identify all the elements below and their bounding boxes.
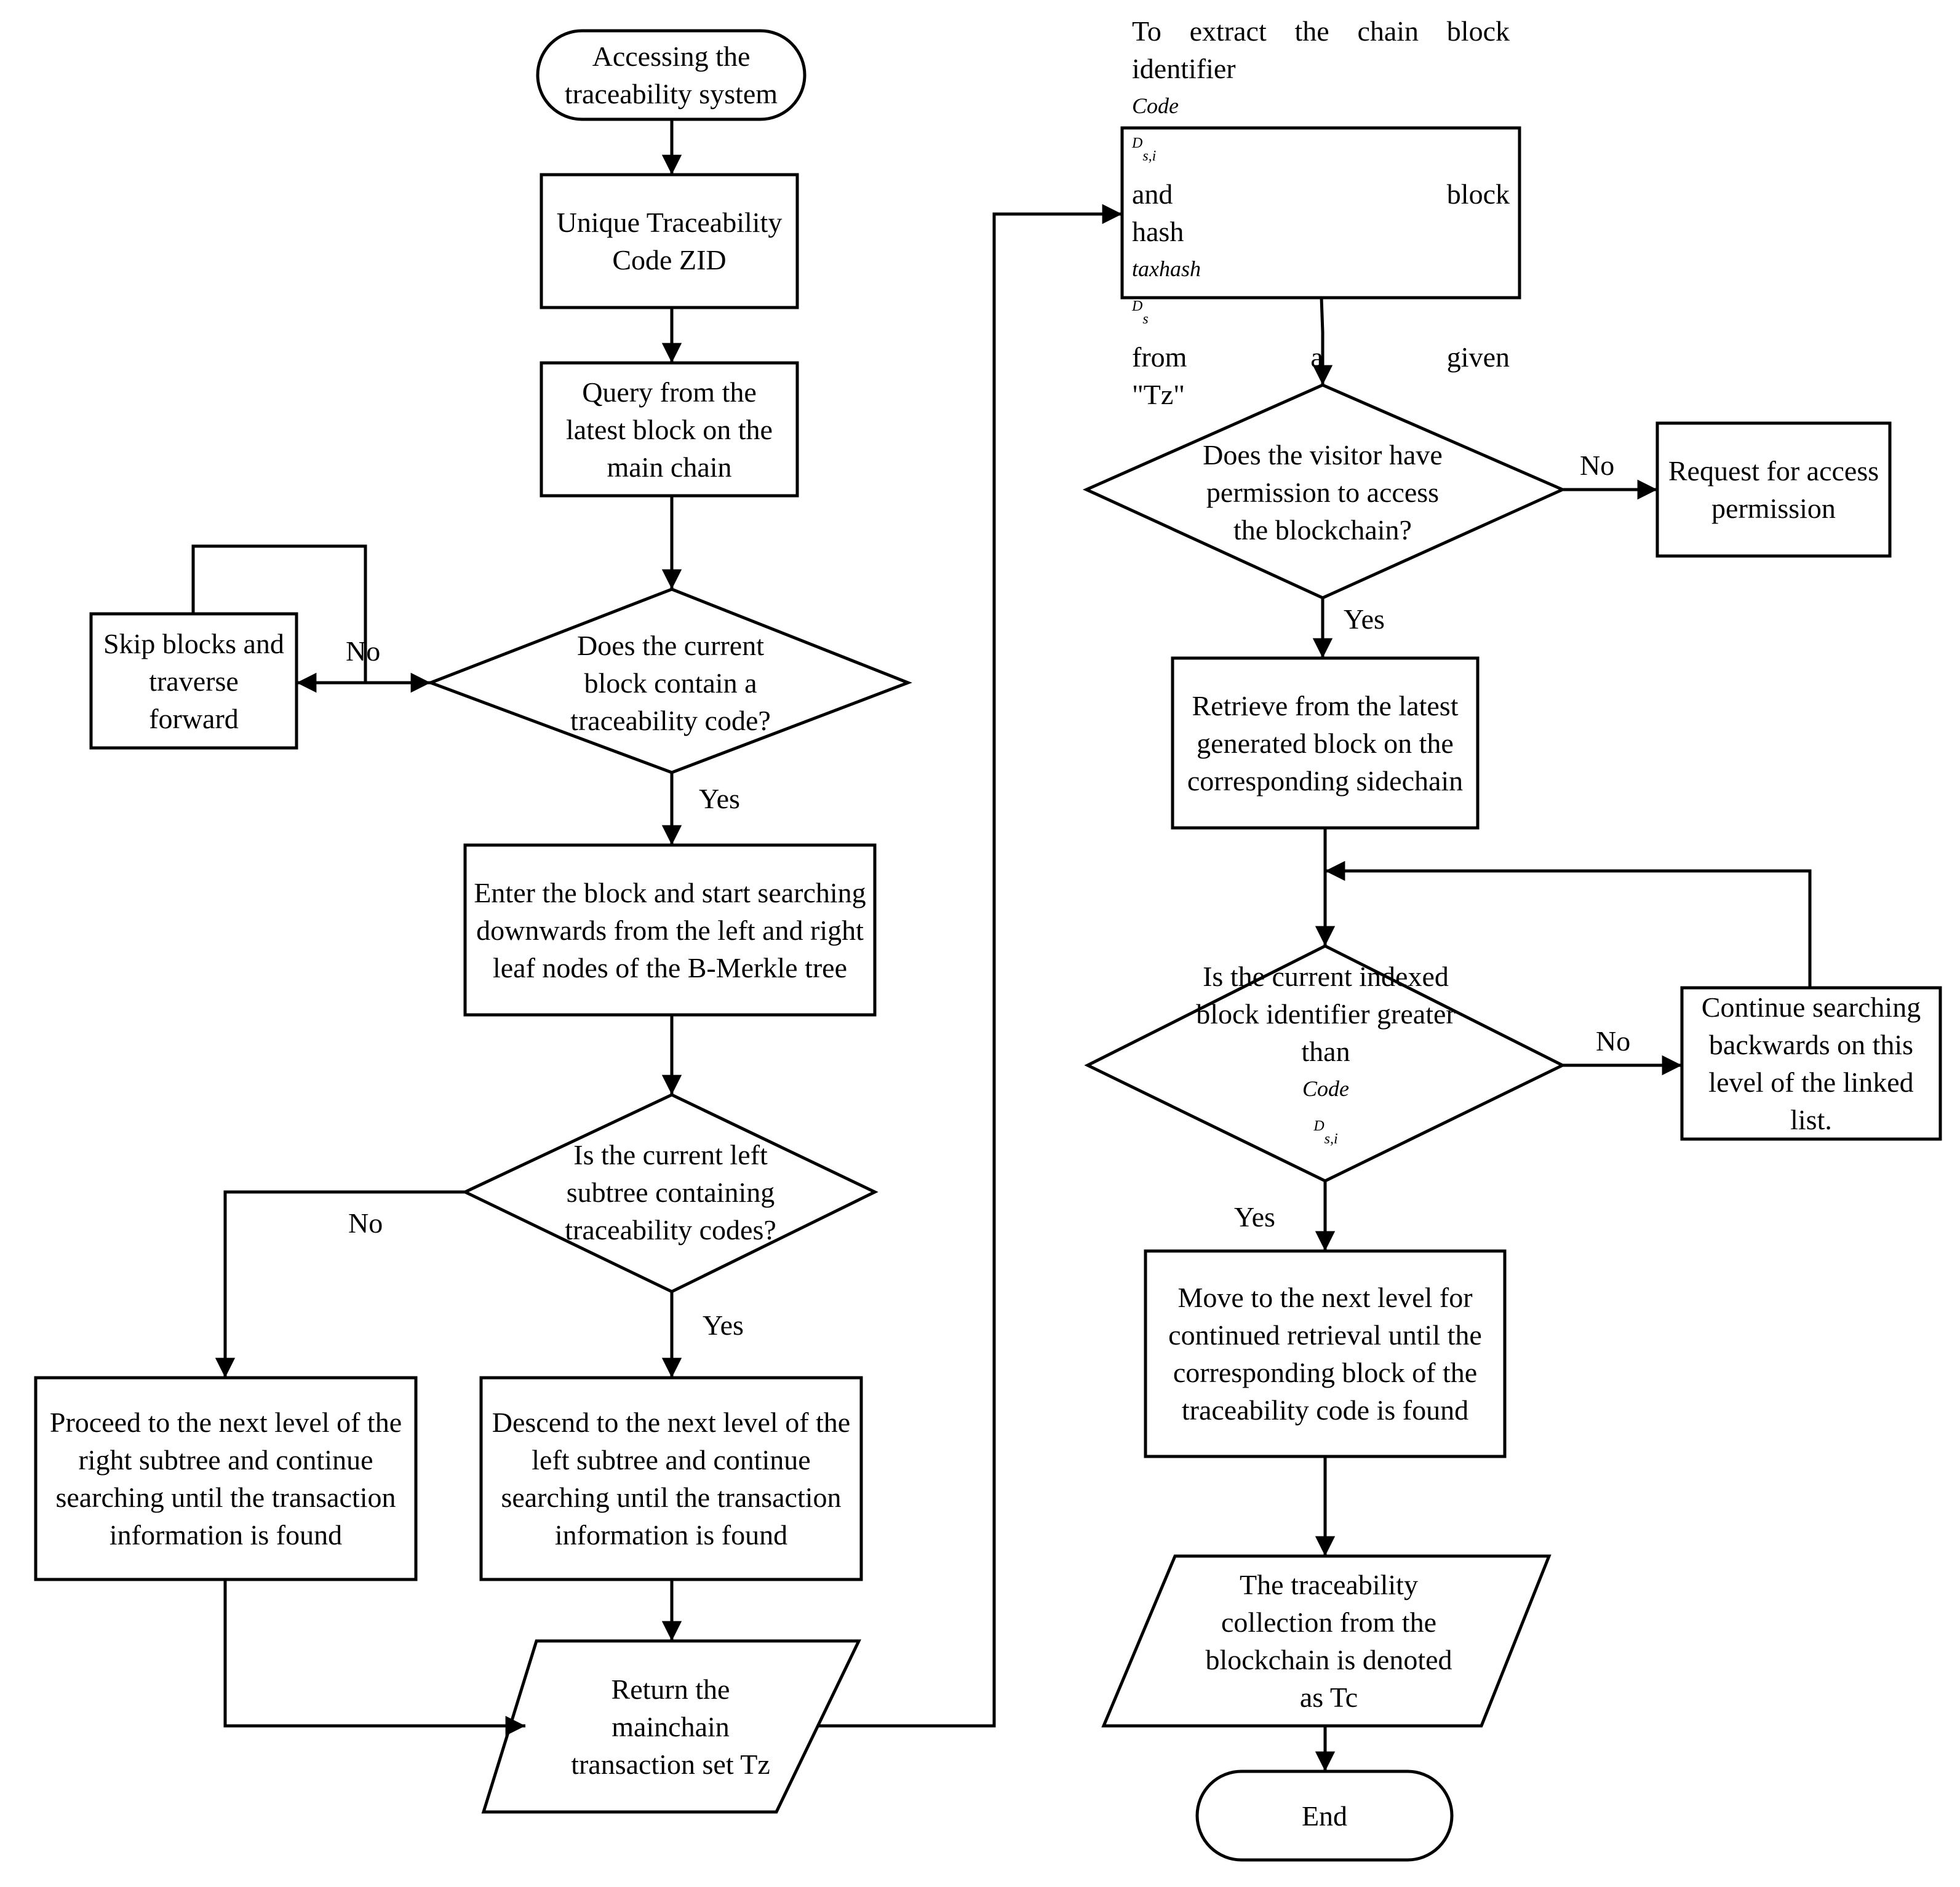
continue-back-label: Continue searching backwards on this lev… xyxy=(1701,991,1921,1135)
move-next-label: Move to the next level for continued ret… xyxy=(1168,1282,1482,1426)
move-next-box xyxy=(1144,1249,1507,1458)
retrieve-label: Retrieve from the latest generated block… xyxy=(1187,689,1464,797)
query-box xyxy=(540,361,799,498)
proceed-right-box xyxy=(34,1376,418,1581)
edge-label-no-right: No xyxy=(348,1207,383,1239)
greater-label: Is the current indexed block identifier … xyxy=(1175,961,1476,1147)
edge-label-yes-retrieve: Yes xyxy=(1344,603,1385,635)
edge-proceed-return xyxy=(223,1579,525,1736)
extract-label: To extract the chain block identifier Co… xyxy=(1132,15,1510,411)
end-label: End xyxy=(1301,1800,1348,1832)
edge-label-yes-enter: Yes xyxy=(699,783,740,814)
enter-box xyxy=(463,843,877,1017)
skip-label: Skip blocks and traverse forward xyxy=(103,627,284,734)
request-label: Request for access permission xyxy=(1668,455,1879,524)
start-terminal-label: Accessing the traceability system xyxy=(564,41,778,109)
descend-left-box xyxy=(479,1376,863,1581)
utc-box xyxy=(540,173,799,309)
edge-label-yes-move: Yes xyxy=(1234,1201,1275,1233)
return-tz-label: Return the mainchain transaction set Tz xyxy=(571,1673,770,1780)
edge-return-extract xyxy=(818,204,1122,1728)
edge-continue-loop xyxy=(1325,860,1812,988)
edge-extract-permission xyxy=(1312,297,1333,385)
return-tz-data xyxy=(481,1639,861,1814)
descend-left-label: Descend to the next level of the left su… xyxy=(492,1407,851,1551)
enter-label: Enter the block and start searching down… xyxy=(474,876,866,983)
query-label: Query from the latest block on the main … xyxy=(566,376,773,483)
edge-label-no-continue: No xyxy=(1596,1025,1631,1057)
edge-skip-loop xyxy=(191,544,367,683)
utc-label: Unique Traceability Code ZID xyxy=(556,207,783,276)
edge-leftsubtree-proceed xyxy=(215,1190,465,1378)
edge-label-no-request: No xyxy=(1580,450,1615,481)
edge-label-no-skip: No xyxy=(346,635,381,667)
collection-data xyxy=(1101,1554,1552,1728)
contains-label: Does the current block contain a traceab… xyxy=(570,629,771,736)
permission-label: Does the visitor have permission to acce… xyxy=(1203,439,1443,546)
continue-back-box xyxy=(1680,986,1942,1141)
edge-label-yes-left: Yes xyxy=(703,1309,744,1341)
collection-label: The traceability collection from the blo… xyxy=(1205,1569,1452,1713)
left-subtree-label: Is the current left subtree containing t… xyxy=(565,1138,776,1245)
proceed-right-label: Proceed to the next level of the right s… xyxy=(49,1407,402,1551)
skip-box xyxy=(89,612,298,750)
